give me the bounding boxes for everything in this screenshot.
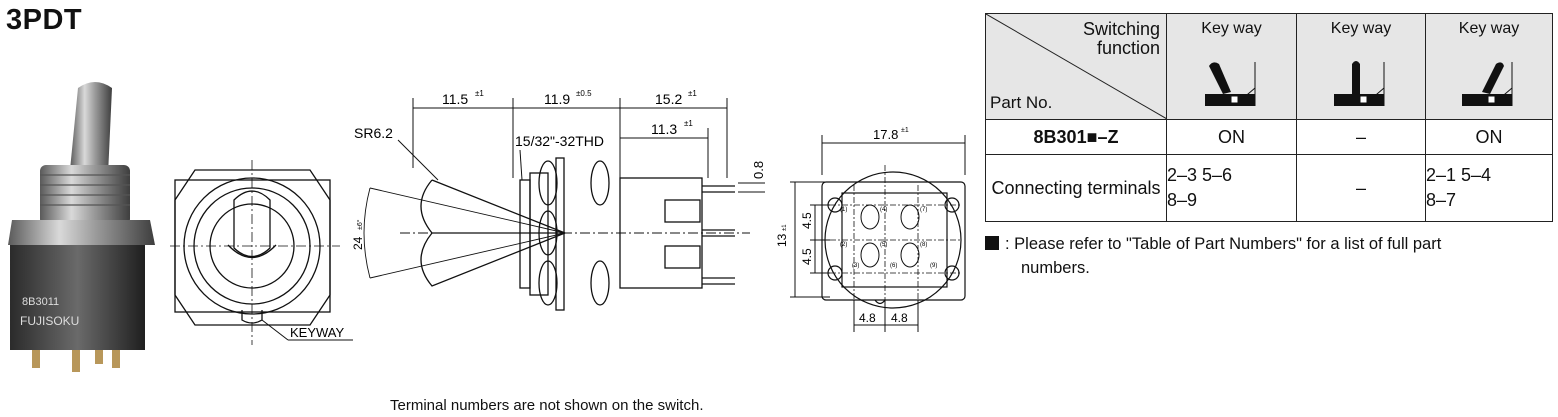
terminal-5: (5) — [880, 242, 887, 248]
lever-center-icon — [1334, 61, 1385, 106]
bottom-view-drawing: 17.8 ±1 13 ±1 4.5 4.5 4.8 4.8 (1) (2) (3… — [775, 127, 966, 332]
connection-cell-2: – — [1296, 154, 1426, 222]
dim-4-8-a: 4.8 — [859, 311, 876, 325]
dim-11-5: 11.5 — [442, 91, 468, 107]
footnote: Terminal numbers are not shown on the sw… — [390, 397, 704, 414]
part-no-label: Part No. — [990, 93, 1053, 112]
dim-11-9-tol: ±0.5 — [576, 89, 592, 98]
photo-body-text-1: 8B3011 — [22, 296, 59, 308]
thread-label: 15/32"-32THD — [515, 133, 604, 149]
dim-13-tol: ±1 — [782, 224, 788, 231]
angle-label: 24 — [351, 236, 365, 250]
terminal-3: (3) — [852, 263, 859, 269]
keyway-header-3: Key way — [1458, 20, 1520, 37]
side-view-drawing: 11.5 ±1 11.9 ±0.5 15.2 ±1 11.3 ±1 SR6.2 … — [351, 89, 766, 311]
dim-4-5-a: 4.5 — [800, 212, 814, 229]
lever-right-icon — [1462, 62, 1513, 106]
position-cell-1: ON — [1166, 119, 1297, 155]
position-cell-3: ON — [1425, 119, 1553, 155]
keyway-header-1: Key way — [1201, 20, 1262, 37]
switch-photo: 8B3011 FUJISOKU — [8, 82, 155, 372]
terminal-7: (7) — [920, 207, 927, 213]
terminal-9: (9) — [930, 263, 937, 269]
note-line-1: : Please refer to "Table of Part Numbers… — [1005, 235, 1442, 253]
black-square-icon — [985, 236, 999, 250]
dim-13: 13 — [775, 233, 789, 247]
terminal-4: (4) — [880, 207, 887, 213]
dim-15-2: 15.2 — [655, 91, 682, 107]
connecting-terminals-label: Connecting terminals — [985, 154, 1167, 222]
dim-4-5-b: 4.5 — [800, 248, 814, 265]
position-cell-2: – — [1296, 119, 1426, 155]
dim-17-8-tol: ±1 — [901, 127, 909, 134]
terminal-1: (1) — [840, 207, 847, 213]
terminal-6: (6) — [890, 263, 897, 269]
keyway-column-1: Key way — [1166, 13, 1297, 120]
lever-left-icon — [1204, 62, 1255, 106]
dim-11-9: 11.9 — [544, 91, 570, 107]
angle-tol: ±6° — [356, 219, 364, 230]
dim-4-8-b: 4.8 — [891, 311, 908, 325]
dim-15-2-tol: ±1 — [688, 89, 697, 98]
front-view-drawing: KEYWAY — [170, 160, 353, 345]
sr-label: SR6.2 — [354, 125, 393, 141]
dim-11-3: 11.3 — [651, 121, 677, 137]
keyway-header-2: Key way — [1330, 20, 1392, 37]
dim-17-8: 17.8 — [873, 127, 898, 142]
dim-0-8: 0.8 — [751, 161, 766, 179]
terminal-2: (2) — [840, 242, 847, 248]
keyway-column-3: Key way — [1425, 13, 1553, 120]
part-number-cell: 8B301■–Z — [985, 119, 1167, 155]
dim-11-5-tol: ±1 — [475, 89, 484, 98]
photo-body-text-2: FUJISOKU — [20, 314, 79, 328]
dim-11-3-tol: ±1 — [684, 119, 693, 128]
note-line-2: numbers. — [1021, 259, 1090, 277]
terminal-8: (8) — [920, 242, 927, 248]
keyway-label: KEYWAY — [290, 325, 345, 340]
keyway-column-2: Key way — [1296, 13, 1426, 120]
part-number-note: : Please refer to "Table of Part Numbers… — [985, 232, 1555, 280]
page-title: 3PDT — [6, 4, 83, 36]
